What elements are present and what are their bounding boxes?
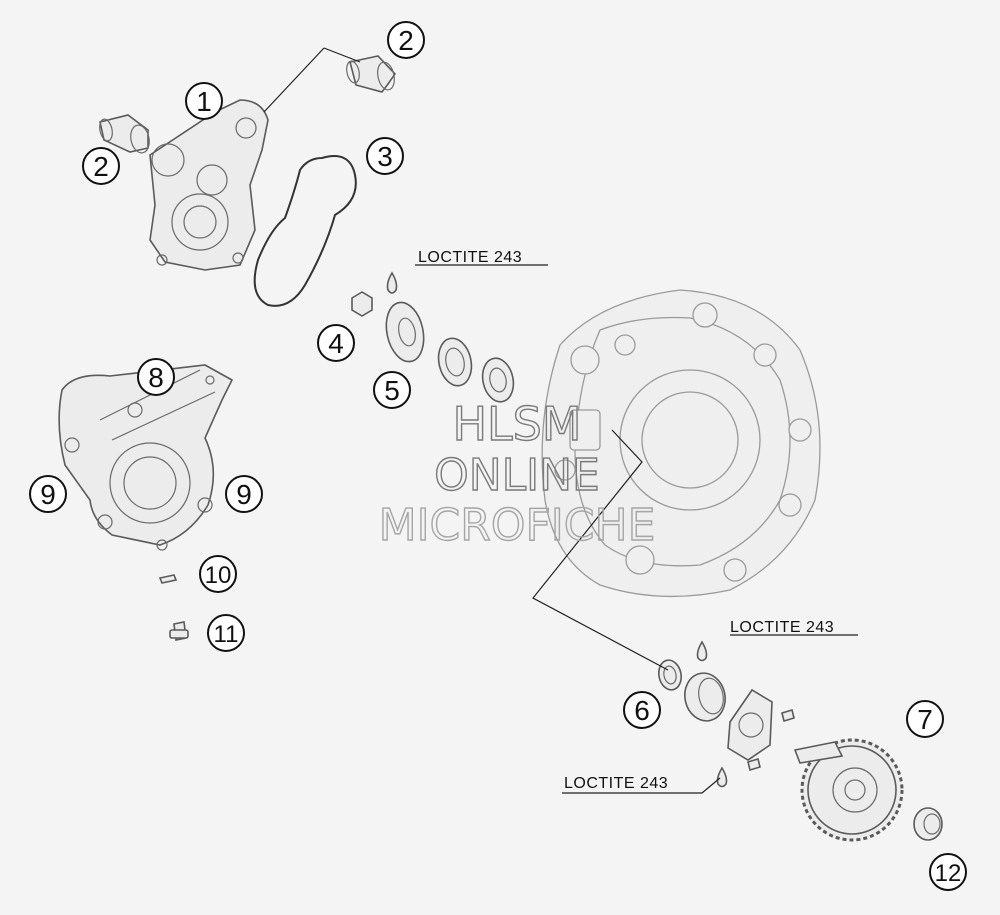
svg-text:9: 9 <box>236 479 252 510</box>
callout-5: 5 <box>373 371 411 409</box>
watermark-line-3: MICROFICHE <box>379 500 656 551</box>
shaft-seal <box>437 337 473 387</box>
watermark-line-1: HLSM <box>452 397 581 451</box>
callout-6: 6 <box>623 691 661 729</box>
callout-4: 4 <box>317 324 355 362</box>
svg-text:4: 4 <box>328 328 344 359</box>
loctite-drop-upper <box>386 271 398 294</box>
idler-bearing <box>684 672 726 722</box>
svg-text:1: 1 <box>196 86 212 117</box>
loctite-note-upper: LOCTITE 243 <box>418 249 522 266</box>
callout-11: 11 <box>207 614 245 652</box>
drain-plug <box>169 621 189 641</box>
svg-text:10: 10 <box>205 562 232 589</box>
svg-text:9: 9 <box>40 479 56 510</box>
callout-1: 1 <box>185 82 223 120</box>
svg-text:12: 12 <box>935 860 962 887</box>
svg-text:2: 2 <box>398 25 414 56</box>
loctite-notes: LOCTITE 243 LOCTITE 243 LOCTITE 243 <box>418 249 834 792</box>
callout-9-right: 9 <box>225 475 263 513</box>
loctite-drop-lower <box>716 766 728 788</box>
svg-text:2: 2 <box>93 151 109 182</box>
oil-seal <box>657 659 683 691</box>
callout-10: 10 <box>199 555 237 593</box>
gear-bushing <box>913 807 943 841</box>
svg-text:11: 11 <box>214 621 239 648</box>
callout-3: 3 <box>366 137 404 175</box>
callout-7: 7 <box>906 700 944 738</box>
loctite-note-middle: LOCTITE 243 <box>730 619 834 636</box>
callout-9-left: 9 <box>29 475 67 513</box>
housing-gasket <box>253 155 357 307</box>
impeller-nut <box>351 291 373 317</box>
loctite-note-lower: LOCTITE 243 <box>564 775 668 792</box>
retainer-screw-a <box>781 708 795 723</box>
callout-2-lower: 2 <box>82 147 120 185</box>
bearing <box>481 357 515 403</box>
svg-text:7: 7 <box>917 704 933 735</box>
watermark-line-2: ONLINE <box>434 450 600 501</box>
water-pump-gear <box>793 738 904 842</box>
loctite-drop-middle <box>696 640 708 662</box>
callout-12: 12 <box>929 853 967 891</box>
small-screw <box>158 574 178 584</box>
hose-connector-lower <box>99 114 150 154</box>
retainer-screw-b <box>747 757 761 772</box>
hose-connector-upper <box>346 55 397 93</box>
crankcase-cover <box>541 289 821 598</box>
bearing-retainer-plate <box>727 688 773 761</box>
svg-text:8: 8 <box>148 362 164 393</box>
callout-2-upper: 2 <box>387 21 425 59</box>
svg-text:5: 5 <box>384 375 400 406</box>
water-pump-cover <box>58 364 234 551</box>
svg-text:6: 6 <box>634 695 650 726</box>
water-pump-housing <box>149 99 269 271</box>
svg-text:3: 3 <box>377 141 393 172</box>
callout-8: 8 <box>137 358 175 396</box>
impeller <box>385 301 425 363</box>
watermark: HLSM ONLINE MICROFICHE <box>378 396 656 551</box>
leader-lines <box>263 47 858 794</box>
